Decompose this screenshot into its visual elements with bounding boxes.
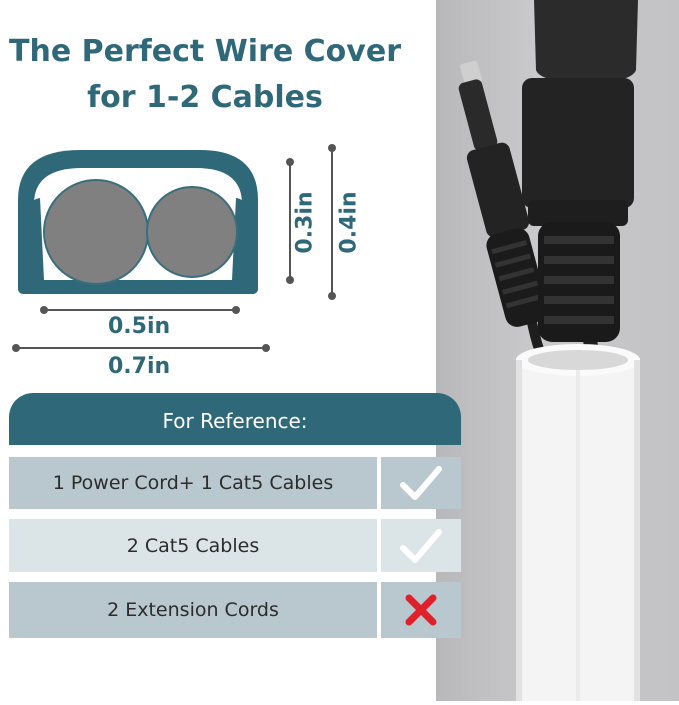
- cable-circle-small: [146, 186, 238, 278]
- reference-row: 2 Cat5 Cables: [9, 519, 461, 572]
- dc-plug: [458, 60, 549, 327]
- reference-row-label: 2 Extension Cords: [9, 582, 377, 638]
- inner-height-label: 0.3in: [292, 191, 318, 254]
- cable-circle-large: [43, 179, 149, 285]
- cable-cover-photo: [458, 0, 640, 701]
- inner-width-label: 0.5in: [108, 314, 171, 339]
- height-dimension-lines: [286, 144, 336, 300]
- width-dimension-lines: [12, 306, 270, 352]
- reference-row: 2 Extension Cords: [9, 582, 461, 638]
- reference-header: For Reference:: [9, 393, 461, 445]
- check-icon: [381, 519, 461, 572]
- power-connector: [522, 0, 638, 342]
- product-photo-panel: [436, 0, 679, 701]
- cross-section-diagram: [12, 144, 336, 352]
- reference-row-label: 1 Power Cord+ 1 Cat5 Cables: [9, 457, 377, 509]
- outer-height-label: 0.4in: [336, 191, 362, 254]
- reference-row-label: 2 Cat5 Cables: [9, 519, 377, 572]
- check-icon: [381, 457, 461, 509]
- white-wire-cover: [516, 344, 640, 701]
- headline-line-1: The Perfect Wire Cover: [9, 34, 401, 69]
- reference-row: 1 Power Cord+ 1 Cat5 Cables: [9, 457, 461, 509]
- headline-line-2: for 1-2 Cables: [87, 80, 323, 115]
- outer-width-label: 0.7in: [108, 354, 171, 379]
- x-icon: [381, 582, 461, 638]
